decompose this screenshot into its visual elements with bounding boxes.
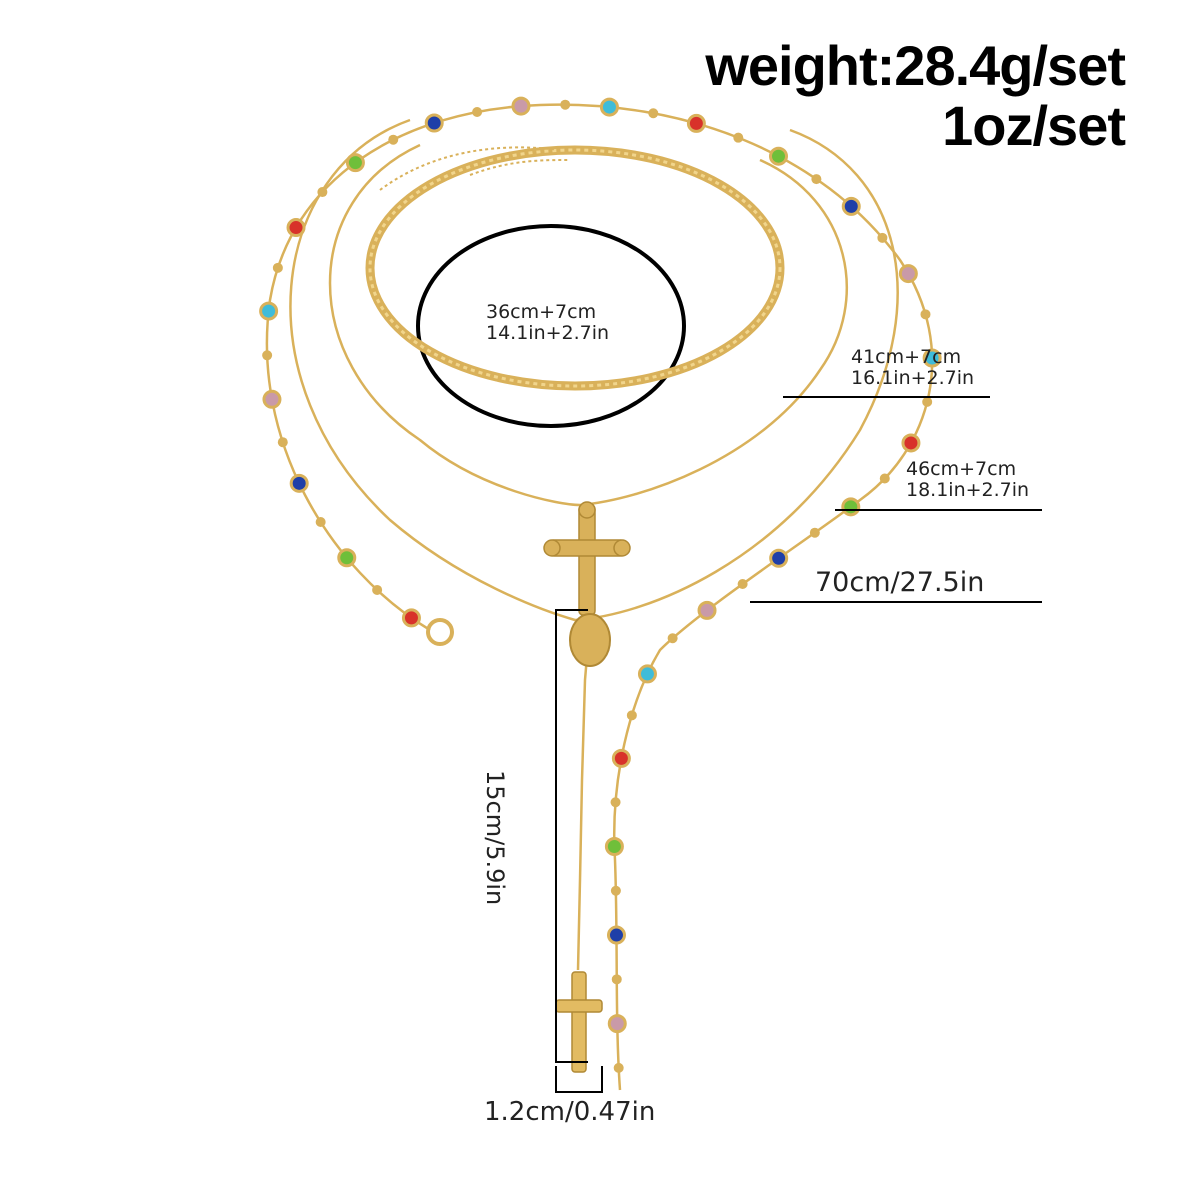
gold-bead (472, 106, 483, 117)
third-size-in: 18.1in+2.7in (906, 478, 1030, 501)
measure-bracket-12 (555, 1066, 603, 1093)
gem-bead (901, 433, 921, 453)
gold-bead (811, 174, 822, 185)
gem-bead (337, 548, 357, 568)
gem-bead (611, 748, 631, 768)
gold-bead (877, 232, 888, 243)
gold-bead (920, 309, 931, 320)
third-necklace-chain (289, 118, 899, 622)
gold-bead (315, 517, 326, 528)
lobster-clasp (426, 618, 454, 646)
second-size-cm: 41cm+7cm (851, 346, 962, 368)
crucifix-pendant (543, 501, 631, 616)
gold-bead (610, 797, 621, 808)
third-size-cm: 46cm+7cm (906, 458, 1017, 480)
choker-size-ring (416, 224, 686, 428)
rosary-drop-chain (576, 619, 592, 971)
rosary-chain (265, 103, 934, 1091)
gem-bead (286, 218, 306, 238)
gold-bead (372, 584, 383, 595)
extender-chain-2 (469, 159, 571, 176)
gem-bead (686, 113, 706, 133)
gold-bead (317, 187, 328, 198)
gem-bead (607, 1014, 627, 1034)
gold-bead (922, 396, 933, 407)
choker-size-cm: 36cm+7cm (486, 301, 597, 323)
gem-bead (769, 548, 789, 568)
gold-bead (648, 108, 659, 119)
extender-chain (379, 146, 561, 191)
gold-bead (613, 1062, 624, 1073)
gold-bead (611, 974, 622, 985)
gem-bead (401, 608, 421, 628)
gem-bead (922, 348, 942, 368)
second-size-label: 41cm+7cm 16.1in+2.7in (851, 347, 974, 388)
gem-bead (768, 146, 788, 166)
gem-bead (697, 600, 717, 620)
gem-bead (511, 96, 531, 116)
rosary-gems (259, 96, 942, 1073)
gold-bead (733, 132, 744, 143)
second-size-in: 16.1in+2.7in (851, 366, 975, 389)
drop-length-label: 15cm/5.9in (481, 770, 509, 906)
gem-bead (637, 664, 657, 684)
measure-bracket-15 (555, 609, 588, 1063)
gem-bead (289, 473, 309, 493)
weight-ounces: 1oz/set (942, 94, 1126, 157)
rosary-size-label: 70cm/27.5in (815, 567, 985, 598)
choker-size-in: 14.1in+2.7in (486, 321, 610, 344)
gem-bead (604, 836, 624, 856)
gem-bead (898, 264, 918, 284)
medal-pendant (569, 613, 611, 667)
gem-bead (599, 97, 619, 117)
gold-bead (262, 350, 273, 361)
gold-bead (879, 473, 890, 484)
gem-bead (262, 389, 282, 409)
gold-bead (560, 99, 571, 110)
choker-chain-highlight (368, 148, 782, 388)
weight-grams: weight:28.4g/set (705, 34, 1126, 97)
gem-bead (841, 497, 861, 517)
gold-bead (610, 885, 621, 896)
choker-size-label: 36cm+7cm 14.1in+2.7in (486, 302, 609, 343)
third-size-label: 46cm+7cm 18.1in+2.7in (906, 459, 1029, 500)
gold-bead (667, 633, 678, 644)
gem-bead (259, 301, 279, 321)
gold-bead (277, 437, 288, 448)
gem-bead (841, 196, 861, 216)
small-cross-pendant (555, 971, 603, 1073)
gem-bead (606, 925, 626, 945)
gold-bead (737, 578, 748, 589)
cross-width-label: 1.2cm/0.47in (484, 1097, 656, 1127)
gem-bead (345, 153, 365, 173)
gold-bead (809, 527, 820, 538)
gold-bead (626, 710, 637, 721)
gold-bead (272, 262, 283, 273)
gold-bead (388, 134, 399, 145)
gem-bead (424, 113, 444, 133)
